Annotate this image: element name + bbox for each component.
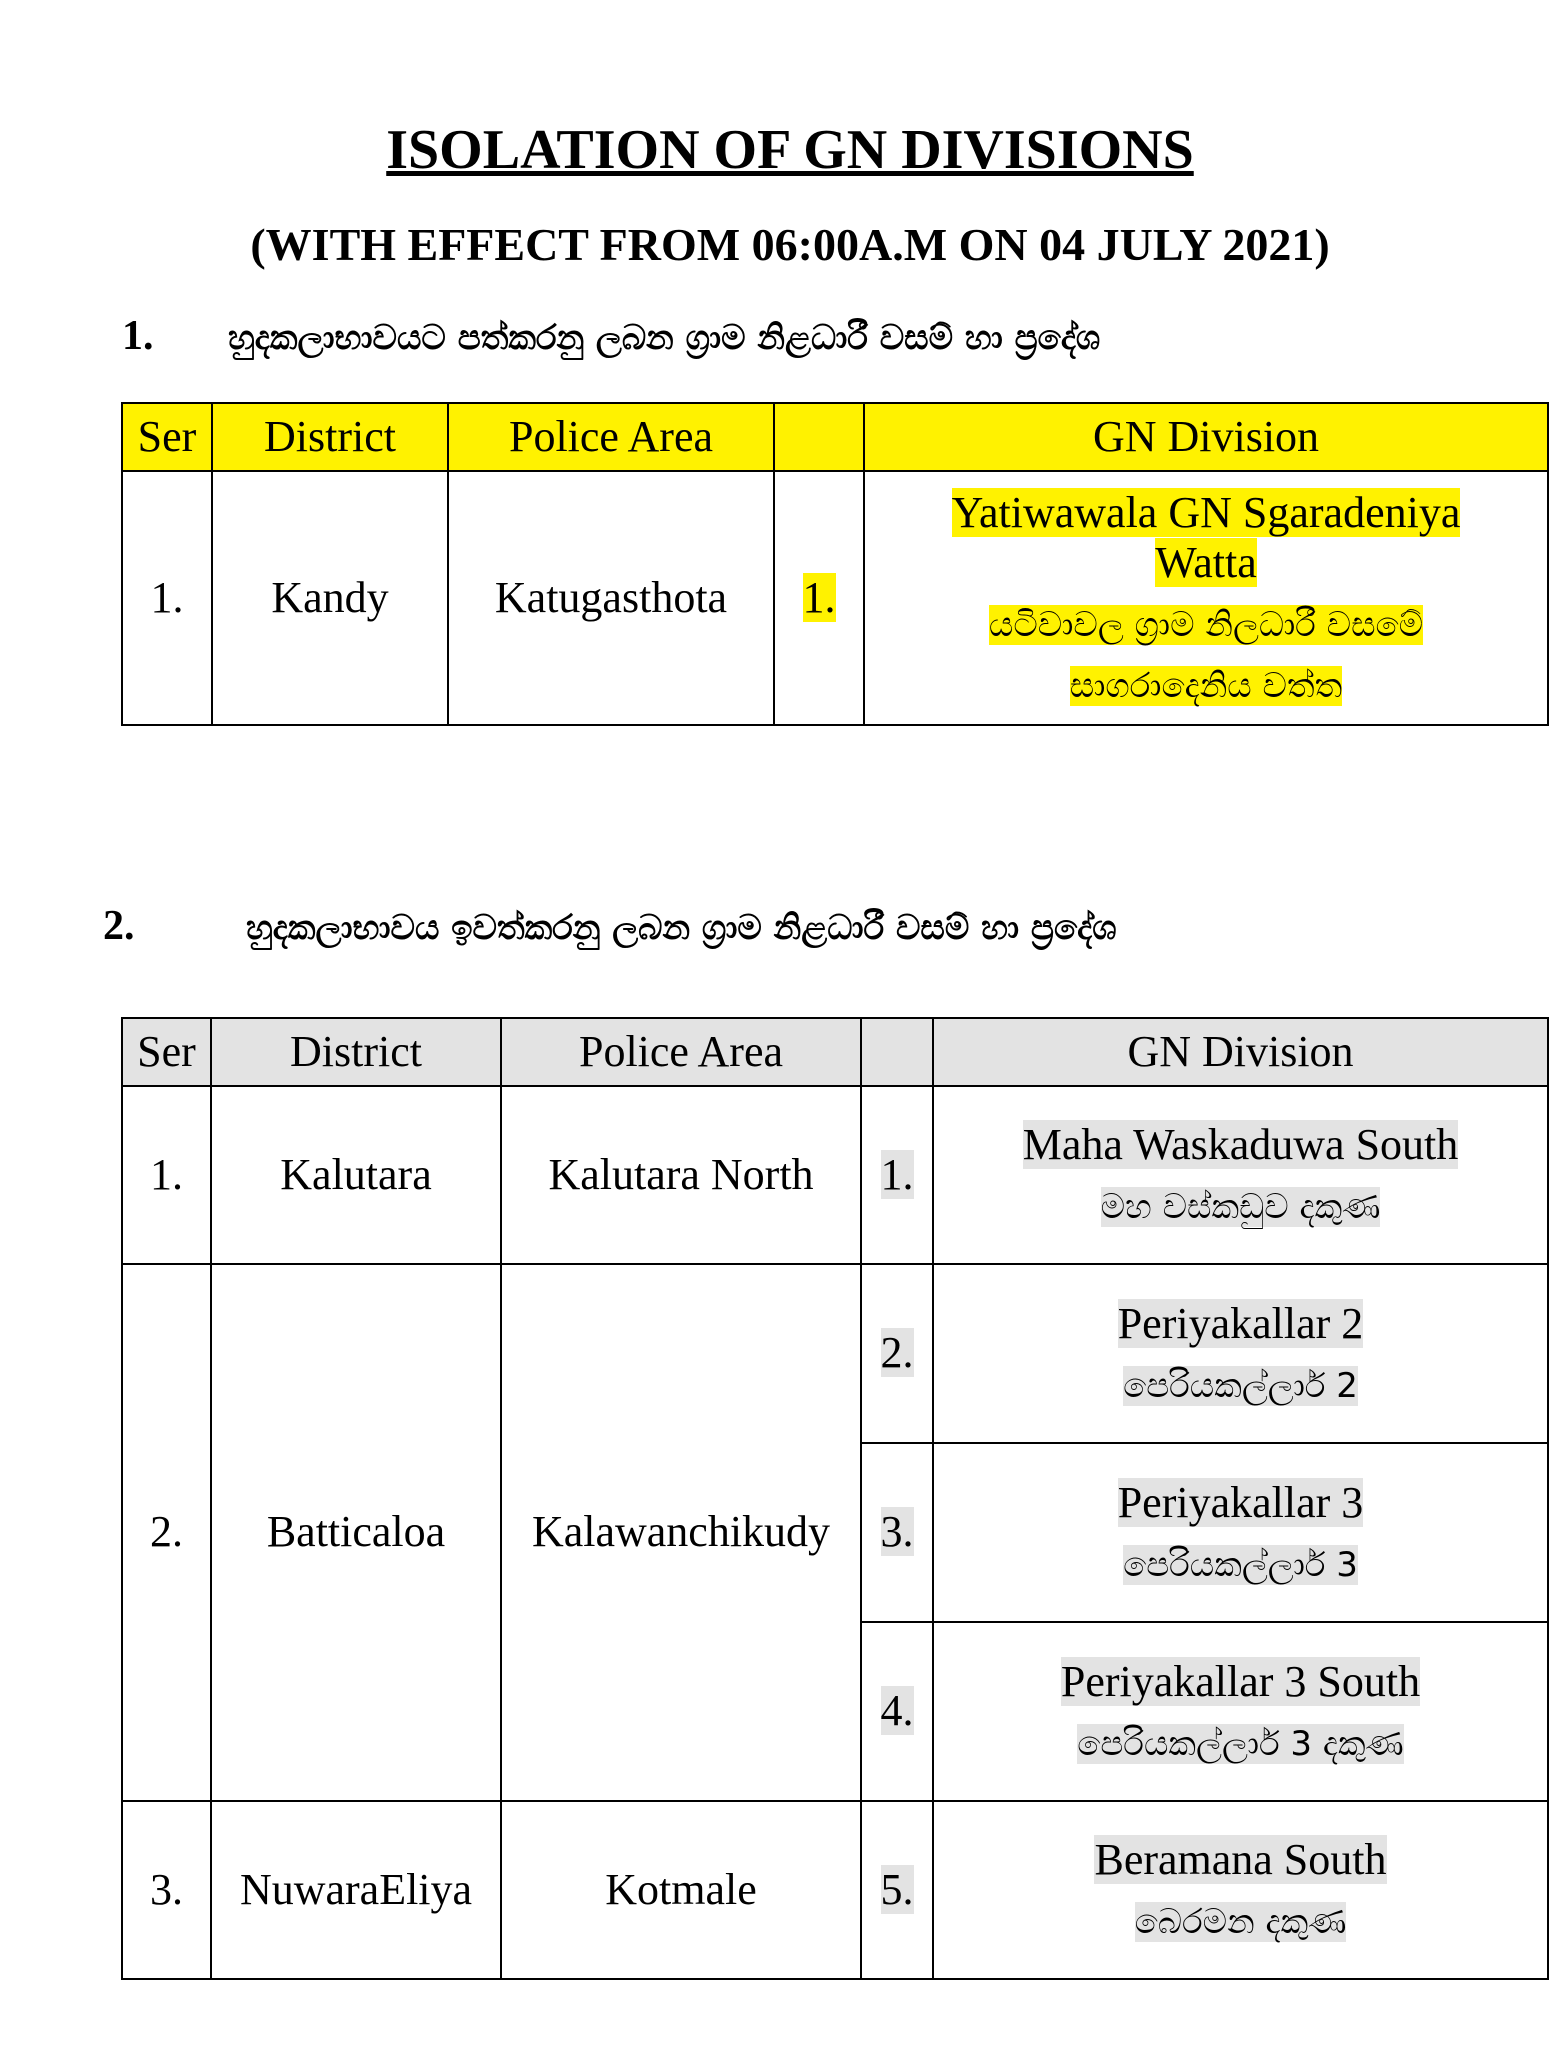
gn-sinhala: පෙරියකල්ලාර් 3 දකුණ <box>1077 1723 1404 1764</box>
gn-name: Beramana South <box>1094 1835 1387 1885</box>
cell-index: 1. <box>773 470 865 726</box>
cell-index: 5. <box>860 1800 934 1980</box>
cell-district: Kandy <box>211 470 449 726</box>
gn-name: Maha Waskaduwa South <box>1022 1120 1459 1170</box>
table-row: 1. Kandy Katugasthota 1. Yatiwawala GN S… <box>121 470 1549 726</box>
section2-heading: හුදකලාභාවය ඉවත්කරනු ලබන ග්‍රාම නිළධාරී ව… <box>246 908 1117 948</box>
cell-ser: 1. <box>121 470 213 726</box>
table-header-row: Ser District Police Area GN Division <box>121 402 1549 472</box>
index-label: 2. <box>880 1328 914 1378</box>
section1-table: Ser District Police Area GN Division 1. … <box>121 402 1549 726</box>
cell-gn-division: Periyakallar 3 South පෙරියකල්ලාර් 3 දකුණ <box>932 1621 1549 1802</box>
cell-gn-division: Maha Waskaduwa South මහ වස්කඩුව දකුණ <box>932 1085 1549 1265</box>
table-row: 3. NuwaraEliya Kotmale 5. Beramana South… <box>121 1800 1549 1980</box>
index-label: 5. <box>880 1864 914 1914</box>
header-index <box>773 402 865 472</box>
index-label: 1. <box>802 572 836 622</box>
header-gn-division: GN Division <box>932 1017 1549 1087</box>
gn-sinhala: බෙරමන දකුණ <box>1134 1902 1347 1942</box>
header-district: District <box>210 1017 502 1087</box>
cell-gn-division: Periyakallar 3 පෙරියකල්ලාර් 3 <box>932 1442 1549 1623</box>
cell-index: 4. <box>860 1621 934 1802</box>
cell-index: 2. <box>860 1263 934 1444</box>
gn-sinhala-line2: සාගරාදෙනිය වත්ත <box>1069 665 1343 706</box>
section2-table: Ser District Police Area GN Division 1. … <box>121 1017 1549 1980</box>
cell-police-area: Katugasthota <box>447 470 775 726</box>
cell-index: 1. <box>860 1085 934 1265</box>
cell-gn-division: Beramana South බෙරමන දකුණ <box>932 1800 1549 1980</box>
cell-gn-division: Yatiwawala GN Sgaradeniya Watta යටිවාවල … <box>863 470 1549 726</box>
section1-number: 1. <box>122 313 154 359</box>
index-label: 3. <box>880 1507 914 1557</box>
section2-number: 2. <box>103 903 135 949</box>
cell-district: Kalutara <box>210 1085 502 1265</box>
gn-name: Periyakallar 3 South <box>1060 1656 1421 1706</box>
header-police-area: Police Area <box>500 1017 862 1087</box>
page-title: ISOLATION OF GN DIVISIONS <box>386 119 1194 181</box>
header-police-area: Police Area <box>447 402 775 472</box>
gn-sinhala: පෙරියකල්ලාර් 2 <box>1123 1365 1358 1406</box>
gn-name-line1: Yatiwawala GN Sgaradeniya <box>951 487 1461 537</box>
table-row: 4. Periyakallar 3 South පෙරියකල්ලාර් 3 ද… <box>122 1621 1549 1802</box>
gn-name: Periyakallar 2 <box>1117 1298 1364 1348</box>
header-gn-division: GN Division <box>863 402 1549 472</box>
cell-ser: 3. <box>121 1800 212 1980</box>
page-subtitle: (WITH EFFECT FROM 06:00A.M ON 04 JULY 20… <box>250 219 1330 270</box>
gn-sinhala: පෙරියකල්ලාර් 3 <box>1123 1544 1358 1585</box>
gn-sinhala: මහ වස්කඩුව දකුණ <box>1100 1187 1381 1227</box>
header-ser: Ser <box>121 402 213 472</box>
cell-index: 3. <box>860 1442 934 1623</box>
table-row: 1. Kalutara Kalutara North 1. Maha Waska… <box>121 1085 1549 1265</box>
header-index <box>860 1017 934 1087</box>
header-district: District <box>211 402 449 472</box>
gn-name: Periyakallar 3 <box>1117 1477 1364 1527</box>
cell-ser: 2. <box>121 1263 212 1802</box>
cell-police-area: Kotmale <box>500 1800 862 1980</box>
table-row: 2. Batticaloa Kalawanchikudy 2. Periyaka… <box>121 1263 1549 1802</box>
table-row: 3. Periyakallar 3 පෙරියකල්ලාර් 3 <box>122 1442 1549 1623</box>
cell-police-area: Kalutara North <box>500 1085 862 1265</box>
cell-gn-division: Periyakallar 2 පෙරියකල්ලාර් 2 <box>932 1263 1549 1444</box>
gn-name-line2: Watta <box>1155 538 1257 588</box>
header-ser: Ser <box>121 1017 212 1087</box>
index-label: 1. <box>880 1149 914 1199</box>
index-label: 4. <box>880 1686 914 1736</box>
gn-sinhala-line1: යටිවාවල ග්‍රාම නිලධාරී වසමේ <box>988 605 1424 645</box>
table-header-row: Ser District Police Area GN Division <box>121 1017 1549 1087</box>
cell-police-area: Kalawanchikudy <box>500 1263 862 1802</box>
cell-district: Batticaloa <box>210 1263 502 1802</box>
cell-district: NuwaraEliya <box>210 1800 502 1980</box>
cell-ser: 1. <box>121 1085 212 1265</box>
section1-heading: හුදකලාභාවයට පත්කරනු ලබන ග්‍රාම නිළධාරී ව… <box>228 318 1101 358</box>
